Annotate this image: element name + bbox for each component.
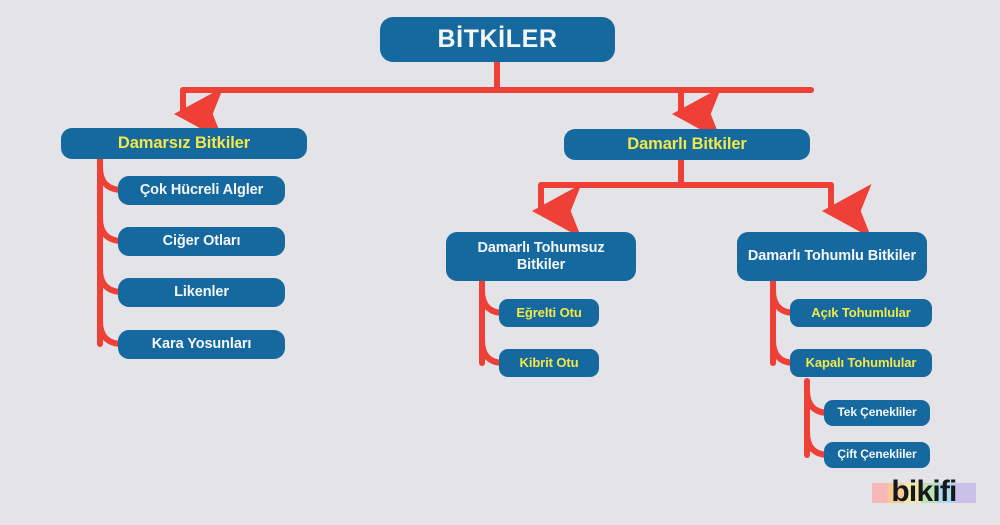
node-damarli-bitkiler-label: Damarlı Bitkiler xyxy=(627,135,747,154)
node-damarsiz-bitkiler[interactable]: Damarsız Bitkiler xyxy=(61,128,307,159)
node-kapali-tohumlular-label: Kapalı Tohumlular xyxy=(805,354,917,370)
node-damarli-tohumsuz-bitkiler[interactable]: Damarlı Tohumsuz Bitkiler xyxy=(446,232,636,281)
logo-rainbow-band xyxy=(872,483,976,503)
node-root-label: BİTKİLER xyxy=(437,25,558,54)
node-cok-hucreli-algler[interactable]: Çok Hücreli Algler xyxy=(118,176,285,205)
node-acik-tohumlular-label: Açık Tohumlular xyxy=(811,304,911,320)
node-damarsiz-bitkiler-label: Damarsız Bitkiler xyxy=(117,134,251,153)
node-acik-tohumlular[interactable]: Açık Tohumlular xyxy=(790,299,932,327)
node-kara-yosunlari-label: Kara Yosunları xyxy=(151,336,252,353)
node-kibrit-otu-label: Kibrit Otu xyxy=(519,354,579,370)
node-ciger-otlari[interactable]: Ciğer Otları xyxy=(118,227,285,256)
node-damarli-bitkiler[interactable]: Damarlı Bitkiler xyxy=(564,129,810,160)
node-damarli-tohumsuz-bitkiler-label: Damarlı Tohumsuz Bitkiler xyxy=(477,239,605,273)
bikifi-logo: bikifi xyxy=(872,474,976,510)
node-likenler[interactable]: Likenler xyxy=(118,278,285,307)
node-damarli-tohumlu-bitkiler[interactable]: Damarlı Tohumlu Bitkiler xyxy=(737,232,927,281)
node-likenler-label: Likenler xyxy=(174,284,229,301)
node-kara-yosunlari[interactable]: Kara Yosunları xyxy=(118,330,285,359)
node-ciger-otlari-label: Ciğer Otları xyxy=(162,233,241,250)
node-root[interactable]: BİTKİLER xyxy=(380,17,615,62)
node-cok-hucreli-algler-label: Çok Hücreli Algler xyxy=(139,182,264,199)
logo-wordmark: bikifi xyxy=(891,475,957,508)
node-cift-cenekliler-label: Çift Çenekliler xyxy=(837,447,917,462)
node-cift-cenekliler[interactable]: Çift Çenekliler xyxy=(824,442,930,468)
node-tek-cenekliler[interactable]: Tek Çenekliler xyxy=(824,400,930,426)
node-damarli-tohumlu-bitkiler-label: Damarlı Tohumlu Bitkiler xyxy=(747,248,917,265)
node-tek-cenekliler-label: Tek Çenekliler xyxy=(837,405,917,420)
node-egrelti-otu-label: Eğrelti Otu xyxy=(516,304,582,320)
node-kapali-tohumlular[interactable]: Kapalı Tohumlular xyxy=(790,349,932,377)
node-kibrit-otu[interactable]: Kibrit Otu xyxy=(499,349,599,377)
node-egrelti-otu[interactable]: Eğrelti Otu xyxy=(499,299,599,327)
